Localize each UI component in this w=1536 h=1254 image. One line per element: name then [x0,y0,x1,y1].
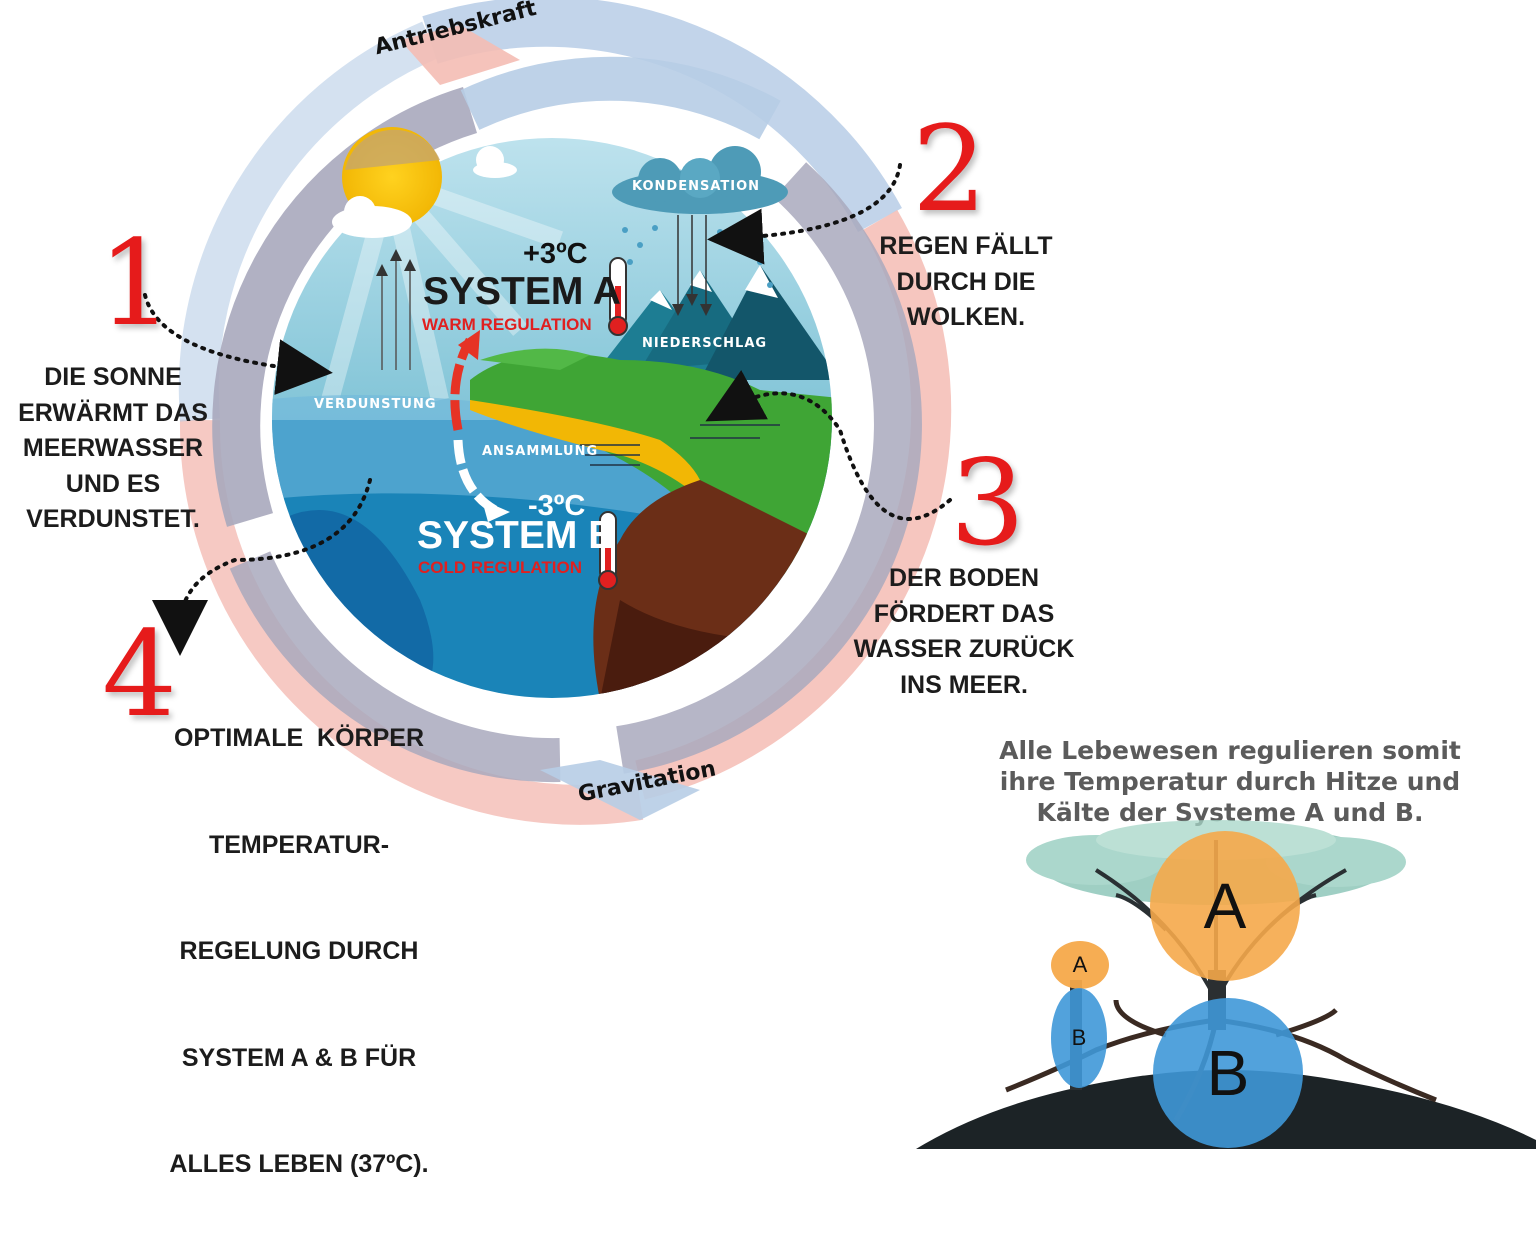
sun-icon [332,127,517,238]
label-verdunstung: VERDUNSTUNG [314,397,437,412]
warm-cold-arrows [450,330,510,522]
system-a-temp: +3ºC [523,238,588,270]
water-cycle-globe [143,0,952,825]
system-b-regulation: COLD REGULATION [418,558,583,577]
step-3-number: 3 [950,434,1026,572]
step-2-number: 2 [912,100,988,238]
step-1-number: 1 [98,214,174,352]
label-big-b: B [1206,1037,1250,1109]
label-ansammlung: ANSAMMLUNG [482,444,599,459]
circle-system-a-small [1051,941,1109,989]
step-4-number: 4 [102,605,178,743]
system-a-name: SYSTEM A [423,270,621,313]
label-kondensation: KONDENSATION [632,179,761,194]
step-1-text: DIE SONNE ERWÄRMT DAS MEERWASSER UND ES … [18,363,208,533]
summary-text: Alle Lebewesen regulieren somit ihre Tem… [999,736,1461,827]
water-cycle-infographic: Antriebskraft Gravitation KONDENSATION N… [18,0,1536,1178]
system-b-temp: -3ºC [528,490,586,522]
label-small-b: B [1071,1025,1087,1050]
label-niederschlag: NIEDERSCHLAG [642,336,768,351]
circle-system-b-small [1051,988,1107,1088]
cloud-icon [612,146,788,214]
step-3-text: DER BODEN FÖRDERT DAS WASSER ZURÜCK INS … [853,564,1075,699]
step-4-text: OPTIMALE KÖRPER TEMPERATUR- REGELUNG DUR… [169,724,429,1178]
step-connectors [143,163,952,656]
thermometer-b-icon [598,511,618,590]
step-2-text: REGEN FÄLLT DURCH DIE WOLKEN. [879,232,1053,331]
label-big-a: A [1203,870,1247,942]
label-small-a: A [1072,952,1088,977]
system-a-regulation: WARM REGULATION [422,315,592,334]
circle-system-b-large [1153,998,1303,1148]
circle-system-a-large [1150,831,1300,981]
thermometer-a-icon [608,257,628,336]
system-b-name: SYSTEM B [417,514,617,557]
cycle-ring [178,0,952,825]
